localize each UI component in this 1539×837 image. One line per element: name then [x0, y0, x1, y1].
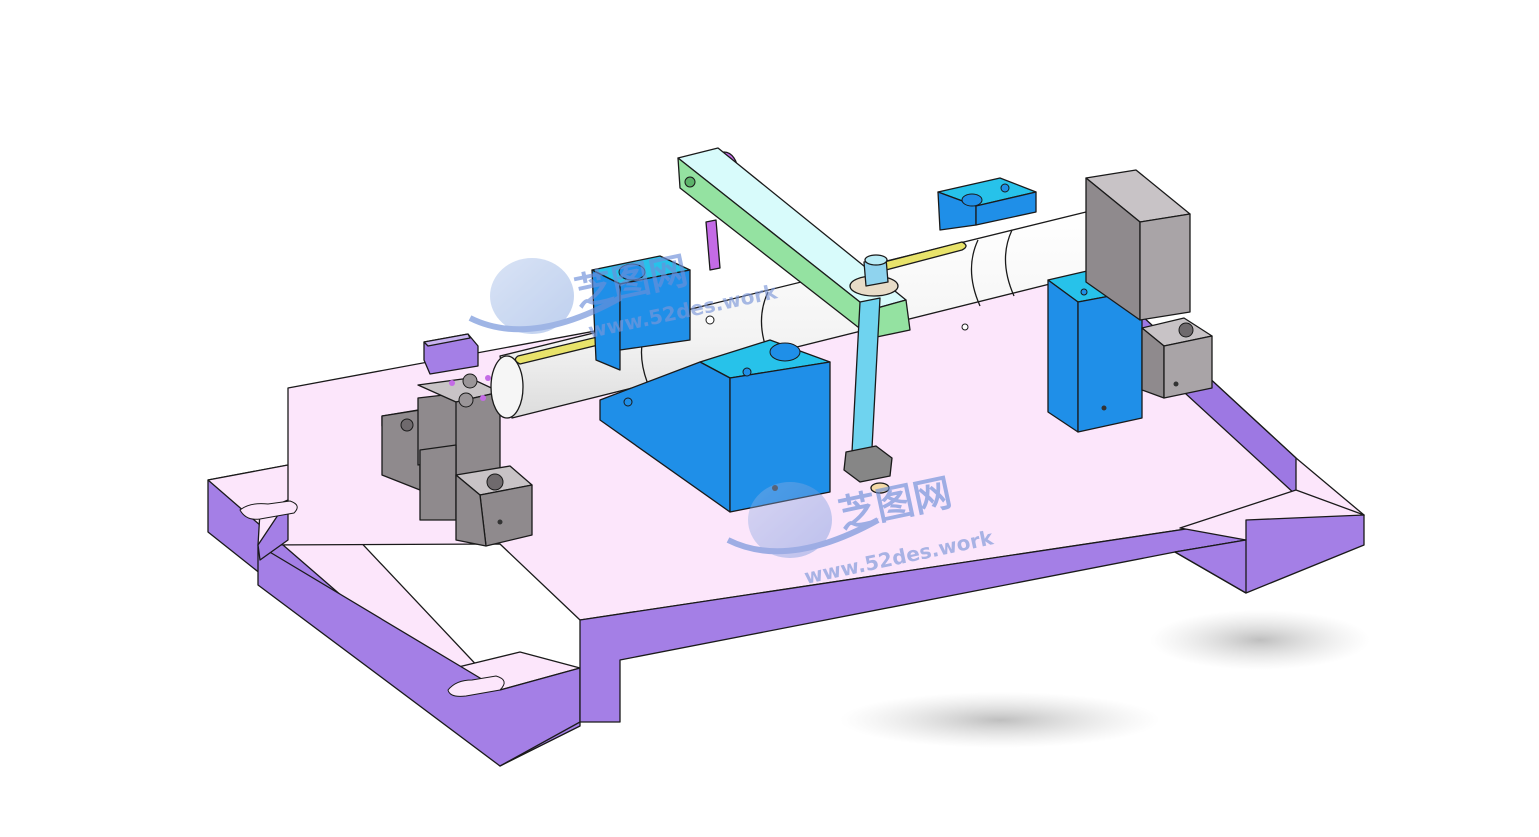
- right-end-stop: [1085, 169, 1213, 399]
- clamp-arm: [677, 147, 911, 494]
- left-v-block: [591, 255, 831, 513]
- base-shadow: [840, 610, 1370, 748]
